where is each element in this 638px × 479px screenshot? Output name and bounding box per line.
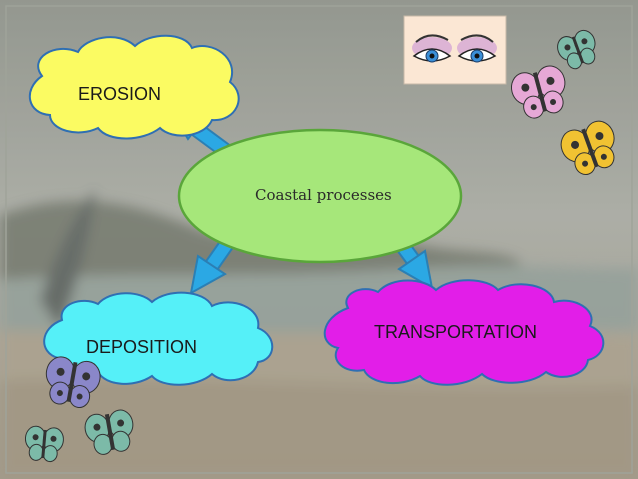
transportation-cloud-shape [323, 279, 605, 386]
center-node-label: Coastal processes [255, 186, 392, 204]
butterfly-icon [560, 120, 615, 176]
butterfly-icon [84, 409, 134, 455]
butterfly-icon [557, 29, 596, 70]
center-node-shape [177, 128, 463, 264]
transportation-node-label: TRANSPORTATION [374, 322, 538, 342]
butterfly-icon [510, 65, 566, 119]
erosion-cloud-shape [28, 34, 240, 140]
butterfly-icon [24, 425, 64, 463]
deposition-node-label: DEPOSITION [86, 337, 198, 357]
erosion-node-label: EROSION [78, 84, 162, 104]
eyes-icon [403, 15, 507, 85]
butterfly-icon [45, 356, 101, 409]
slide-frame [5, 5, 633, 474]
